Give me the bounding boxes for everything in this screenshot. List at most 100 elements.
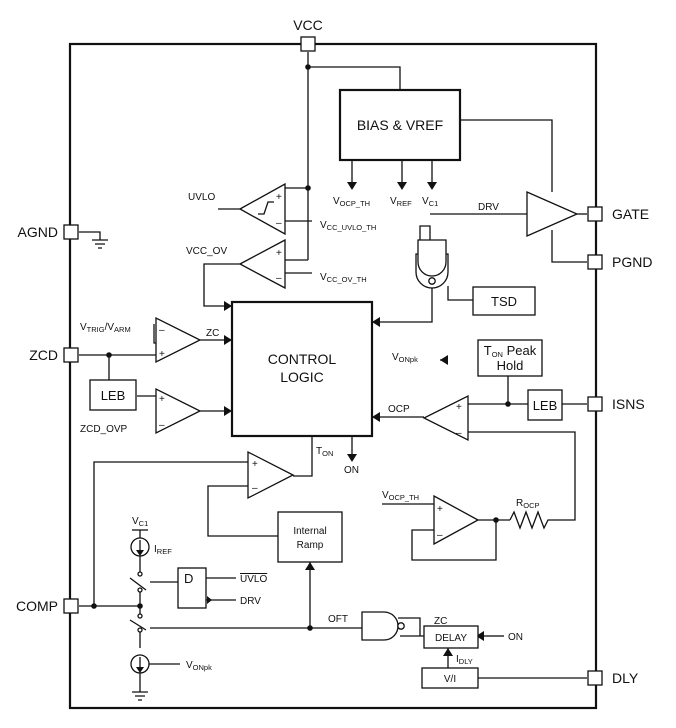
delay-label: DELAY <box>435 633 467 644</box>
ocp-label: OCP <box>388 404 410 415</box>
drv-top-label: DRV <box>478 202 499 213</box>
switch-top <box>129 571 147 593</box>
uvlo-bar-label: UVLO <box>240 574 267 585</box>
on-delay-label: ON <box>508 632 523 643</box>
ton-peak-hold-label-1: TON Peak <box>484 343 537 359</box>
vi-label: V/I <box>444 674 456 685</box>
ton-peak-hold-label-2: Hold <box>497 358 524 373</box>
delay-block: DELAY <box>423 625 479 649</box>
vonpk-top-label: VONpk <box>392 352 418 364</box>
pin-zcd: ZCD <box>29 347 79 363</box>
zcdovp-comp-plus: + <box>159 394 165 405</box>
vonpk-bottom-label: VONpk <box>186 660 212 672</box>
ton-comp-minus: – <box>252 483 258 494</box>
zc-delay-label: ZC <box>434 616 447 627</box>
ocpth-amp-plus: + <box>437 504 443 515</box>
ton-peak-hold-block: TON Peak Hold <box>477 339 543 377</box>
ton-comparator: + – <box>247 450 295 500</box>
nand-gate-drv <box>415 239 449 289</box>
vtrig-varm-label: VTRIG/VARM <box>80 322 131 334</box>
uvlo-label: UVLO <box>188 192 215 203</box>
control-logic-label-2: LOGIC <box>280 369 324 385</box>
vocp-th-top-label: VOCP_TH <box>333 196 370 208</box>
pin-comp: COMP <box>16 598 79 614</box>
junctions <box>91 64 511 631</box>
uvlo-comp-plus: + <box>276 192 282 203</box>
pin-gate: GATE <box>587 206 649 222</box>
gate-driver-buffer <box>526 191 579 237</box>
vocp-th-mid-label: VOCP_TH <box>382 490 419 502</box>
pin-vcc-label: VCC <box>293 17 323 33</box>
internal-ramp-label-2: Ramp <box>297 540 324 551</box>
pin-gate-label: GATE <box>612 206 649 222</box>
signal-labels: UVLO VCC_UVLO_TH VCC_OV VCC_OV_TH VOCP_T… <box>80 192 540 672</box>
leb-zcd-label: LEB <box>101 388 126 403</box>
vcc-ov-comparator: + – <box>238 238 286 290</box>
leb-isns-label: LEB <box>533 398 558 413</box>
leb-zcd-block: LEB <box>89 379 137 411</box>
ocp-comparator: + – <box>422 394 469 442</box>
zc-top-label: ZC <box>206 328 219 339</box>
pin-vcc: VCC <box>293 17 323 52</box>
vref-label: VREF <box>390 196 412 208</box>
pin-comp-label: COMP <box>16 598 58 614</box>
bias-vref-label: BIAS & VREF <box>357 117 443 133</box>
control-logic-block: CONTROL LOGIC <box>230 300 374 438</box>
vc1-top-label: VC1 <box>422 196 438 208</box>
zcd-ovp-label: ZCD_OVP <box>80 424 128 435</box>
tsd-label: TSD <box>491 294 517 309</box>
pin-agnd: AGND <box>18 224 79 240</box>
uvlo-comparator: + – <box>238 182 286 236</box>
vcc-uvlo-th-label: VCC_UVLO_TH <box>320 220 376 232</box>
ton-comp-plus: + <box>252 459 258 470</box>
zcd-comp-minus: – <box>159 325 165 336</box>
tsd-block: TSD <box>472 286 536 316</box>
ground-agnd-icon <box>92 239 108 249</box>
wiring <box>79 52 587 692</box>
ocp-comp-plus: + <box>456 402 462 413</box>
nand-bubble-icon <box>428 277 436 285</box>
ocpth-amp-minus: – <box>437 530 443 541</box>
pin-isns: ISNS <box>587 396 645 412</box>
rocp-label: ROCP <box>516 498 540 510</box>
zcdovp-comp-minus: – <box>159 420 165 431</box>
zcd-comparator: – + <box>155 316 202 364</box>
vcc-ov-label: VCC_OV <box>186 246 227 257</box>
switch-bottom <box>129 613 147 633</box>
nand-gate-oft <box>361 611 405 641</box>
pin-pgnd-label: PGND <box>612 254 652 270</box>
uvlo-comp-minus: – <box>276 218 282 229</box>
ton-label: TON <box>316 446 333 458</box>
vonpk-current-source <box>130 654 150 680</box>
d-flipflop-d-label: D <box>184 571 193 586</box>
leb-isns-block: LEB <box>527 389 563 421</box>
iref-current-source <box>130 529 150 557</box>
internal-ramp-block: Internal Ramp <box>277 511 343 563</box>
internal-ramp-label-1: Internal <box>293 526 326 537</box>
control-logic-label-1: CONTROL <box>268 351 337 367</box>
on-bottom-label: ON <box>344 465 359 476</box>
d-flipflop-block: D <box>177 567 207 609</box>
oft-label: OFT <box>328 614 348 625</box>
ocp-th-error-amp: + – <box>433 494 480 546</box>
hysteresis-icon <box>258 201 274 215</box>
ground-comp-icon <box>132 691 148 701</box>
zcd-comp-plus: + <box>159 349 165 360</box>
zcd-ovp-comparator: + – <box>155 387 202 435</box>
pin-dly: DLY <box>587 670 639 686</box>
pin-pgnd: PGND <box>587 254 652 270</box>
pin-dly-label: DLY <box>612 670 639 686</box>
bias-vref-block: BIAS & VREF <box>338 88 462 162</box>
pin-isns-label: ISNS <box>612 396 645 412</box>
iref-label: IREF <box>154 544 172 556</box>
vccov-comp-minus: – <box>276 273 282 284</box>
pin-zcd-label: ZCD <box>29 347 58 363</box>
vi-block: V/I <box>421 667 479 689</box>
drv-ff-label: DRV <box>240 596 261 607</box>
vcc-ov-th-label: VCC_OV_TH <box>320 272 367 284</box>
arrowheads <box>207 182 484 656</box>
idly-label: IDLY <box>456 654 473 666</box>
rocp-resistor <box>509 510 550 530</box>
ocp-comp-minus: – <box>456 428 462 439</box>
